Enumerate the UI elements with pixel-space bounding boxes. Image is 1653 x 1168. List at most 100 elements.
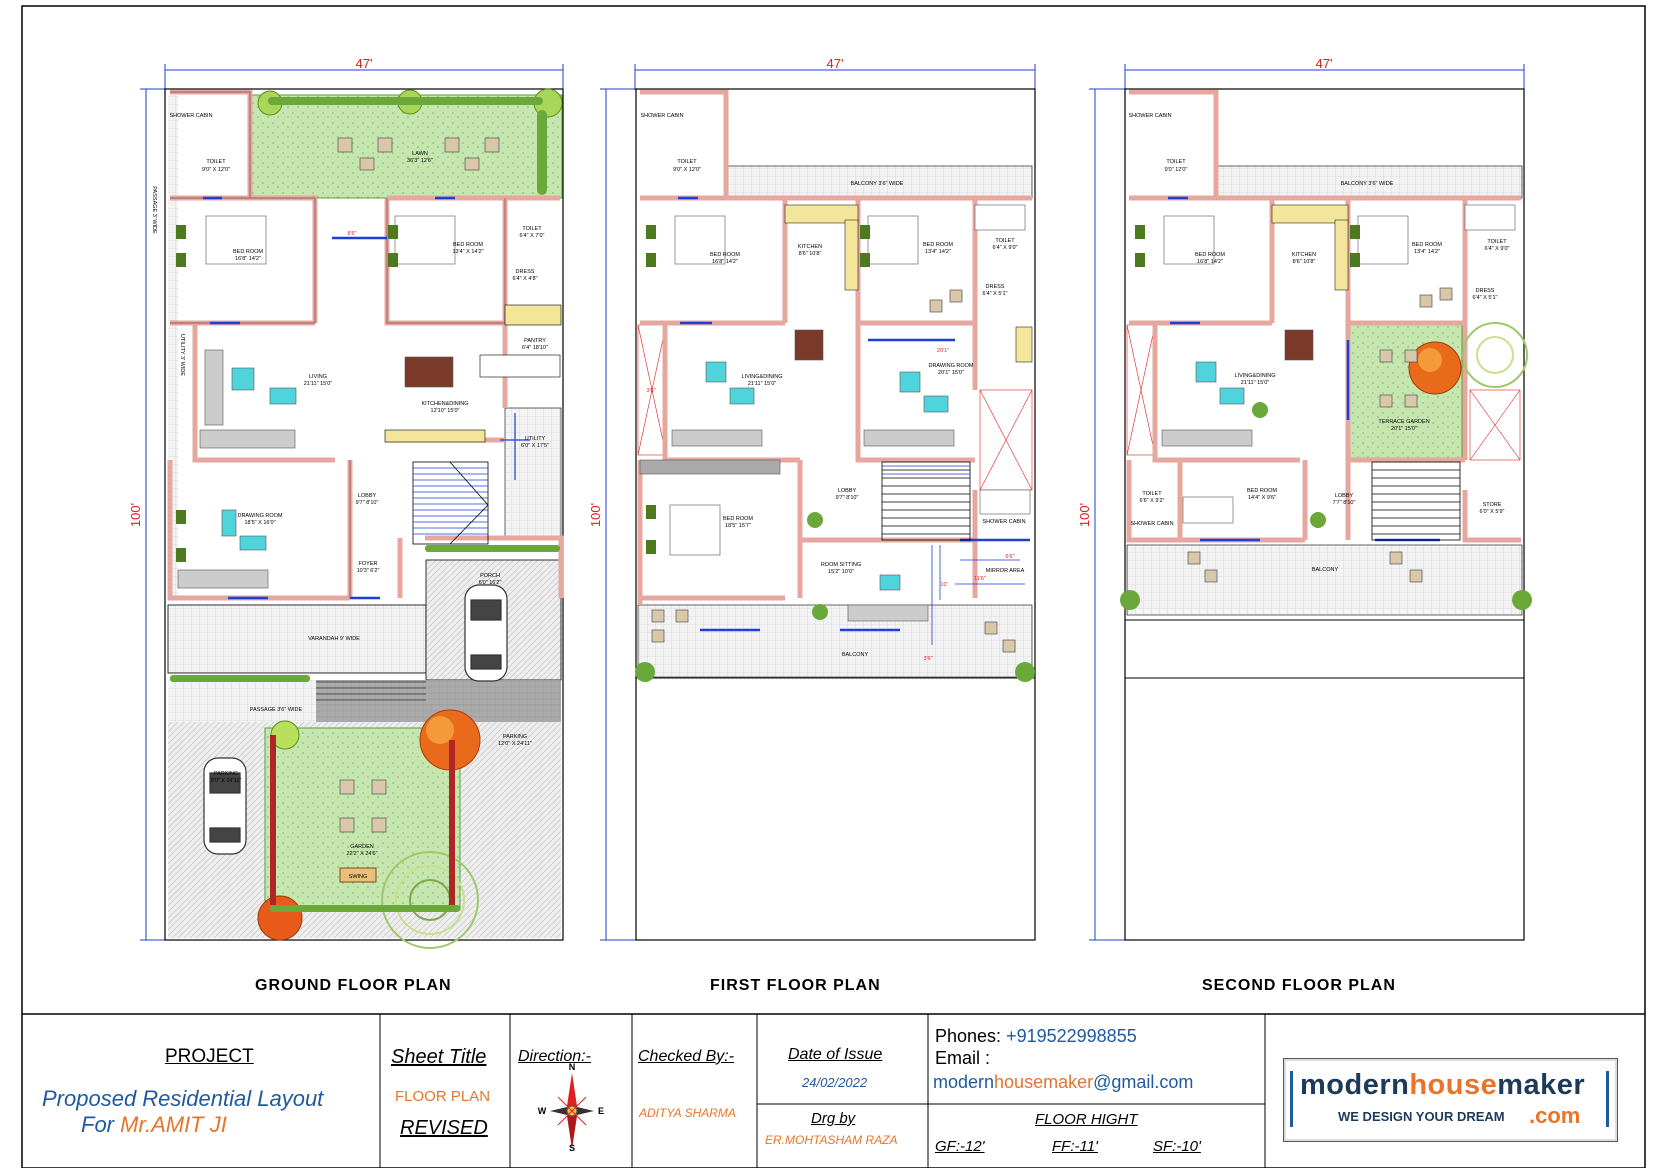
second-depth-dimension [1089,88,1128,941]
ff-drawing-label: DRAWING ROOM [928,363,973,369]
sf-dress-label: DRESS [1476,288,1495,294]
first-depth-label: 100' [588,503,603,527]
sf-lobby-label: LOBBY [1335,493,1354,499]
gf-lawn-size: 36'3" 12'6" [407,158,433,164]
title-block-dividers [379,1014,1266,1168]
ff-dim-c: 3'6" [923,656,932,662]
revised-label: REVISED [400,1117,488,1139]
gf-gap-dim: 8'6" [347,231,356,237]
ff-bed3-size: 18'5" 15'7" [725,523,751,529]
sheet-title-label: Sheet Title [391,1046,487,1068]
gf-pantry-label: PANTRY [524,338,546,344]
ff-bed3-label: BED ROOM [723,516,753,522]
ff-drawing-dim: 20'1" [937,348,949,354]
second-width-label: 47' [1316,56,1333,71]
gf-lobby-size: 9'7" 8'10" [356,500,379,506]
gf-bed1-size: 16'8" 14'2" [235,256,261,262]
gf-porch-size: 6'0" 16'2" [479,580,502,586]
sf-shower-label: SHOWER CABIN [1128,113,1171,119]
first-floor-plan: 47' 100' [588,56,1036,941]
sf-kitchen-label: KITCHEN [1292,252,1316,258]
drg-by-name: ER.MOHTASHAM RAZA [765,1133,898,1147]
drg-by-label: Drg by [811,1110,856,1127]
ff-toilet2-label: TOILET [995,238,1015,244]
sf-toilet2-size: 6'4" X 9'0" [1485,246,1510,252]
gf-lobby-label: LOBBY [358,493,377,499]
first-floor-plan-title: FIRST FLOOR PLAN [710,977,881,994]
gf-foyer-label: FOYER [359,561,378,567]
first-width-label: 47' [827,56,844,71]
ff-balcony-top-label: BALCONY 3'6" WIDE [851,181,904,187]
gf-garden-size: 22'2" X 24'6" [346,851,377,857]
sf-terrace-size: 20'1" 15'0" [1391,426,1417,432]
checked-by-name: ADITYA SHARMA [639,1106,736,1120]
ff-top-balcony [725,165,1033,199]
gf-parking2-size: 8'0" X 24'11" [211,778,242,784]
ff-shower2-label: SHOWER CABIN [982,519,1025,525]
ff-drawing-size: 20'1" 15'0" [938,370,964,376]
ff-living-size: 21'11" 15'0" [748,381,777,387]
email-address[interactable]: modernhousemaker@gmail.com [933,1072,1194,1092]
sf-kitchen-size: 8'6" 10'8" [1293,259,1316,265]
logo-wordmark: modernhousemaker [1300,1069,1586,1101]
client-line: For Mr.AMIT JI [81,1112,227,1138]
gf-dress-size: 6'4" X 4'8" [513,276,538,282]
email-label: Email : [935,1048,991,1068]
sf-balcony [1126,544,1523,616]
ground-depth-label: 100' [128,503,143,527]
gf-lawn-label: LAWN [412,151,428,157]
ff-dress-label: DRESS [986,284,1005,290]
ff-mirror-label: MIRROR AREA [986,568,1025,574]
gf-kitchen-label: KITCHEN&DINING [421,401,468,407]
sf-toilet1-size: 9'0" 12'0" [1165,167,1188,173]
phones-line: Phones: +919522998855 [935,1026,1137,1047]
gf-parking2-label: PARKING [214,771,238,777]
sf-shower2-label: SHOWER CABIN [1130,521,1173,527]
phones-label: Phones: [935,1026,1002,1046]
compass-w: W [538,1106,547,1116]
gf-bed2-label: BED ROOM [453,242,483,248]
floor-height-label: FLOOR HIGHT [1035,1111,1138,1128]
project-label: PROJECT [165,1046,254,1067]
gf-height: GF:-12' [935,1138,985,1155]
ff-balcony-label: BALCONY [842,652,869,658]
client-name: Mr.AMIT JI [120,1112,227,1137]
gf-shower-label: SHOWER CABIN [169,113,212,119]
compass-e: E [598,1106,604,1116]
first-depth-dimension [600,88,640,941]
sf-dress-size: 6'4" X 5'1" [1473,295,1498,301]
gf-foyer-size: 10'3" 6'2" [357,568,380,574]
gf-dress-label: DRESS [516,269,535,275]
second-depth-label: 100' [1077,503,1092,527]
sf-lobby-size: 7'7" 8'10" [1333,500,1356,506]
ff-bottom-balcony [637,604,1033,678]
gf-utility-size: 6'0" X 17'5" [521,443,549,449]
sf-height: SF:-10' [1153,1138,1201,1155]
sf-bed3-size: 14'4" X 9'6" [1248,495,1276,501]
logo-bar-right [1606,1071,1609,1127]
gf-toilet2-size: 6'4" X 7'0" [520,233,545,239]
gf-kitchen-size: 12'10" 15'0" [431,408,460,414]
sf-living-label: LIVING&DINING [1235,373,1276,379]
gf-drawing-label: DRAWING ROOM [237,513,282,519]
sf-toilet1-label: TOILET [1166,159,1186,165]
gf-toilet2-label: TOILET [522,226,542,232]
ff-bed1-label: BED ROOM [710,252,740,258]
sf-bed2-label: BED ROOM [1412,242,1442,248]
sf-balcony-label: BALCONY [1312,567,1339,573]
sf-bed3-label: BED ROOM [1247,488,1277,494]
gf-drawing-size: 18'5" X 16'0" [244,520,275,526]
sf-bed2-size: 13'4" 14'2" [1414,249,1440,255]
second-floor-plan-title: SECOND FLOOR PLAN [1202,977,1396,994]
second-floor-plan: 47' 100' [1077,56,1532,941]
gf-pantry-size: 6'4" 18'10" [522,345,548,351]
sf-bed1-label: BED ROOM [1195,252,1225,258]
gf-living-label: LIVING [309,374,327,380]
sf-toilet2-label: TOILET [1487,239,1507,245]
sf-store-size: 6'0" X 5'9" [1480,509,1505,515]
second-width-dimension [1124,64,1525,90]
ff-lobby-label: LOBBY [838,488,857,494]
compass-n: N [569,1062,576,1072]
ff-dim-a: 6'6" [1005,554,1014,560]
